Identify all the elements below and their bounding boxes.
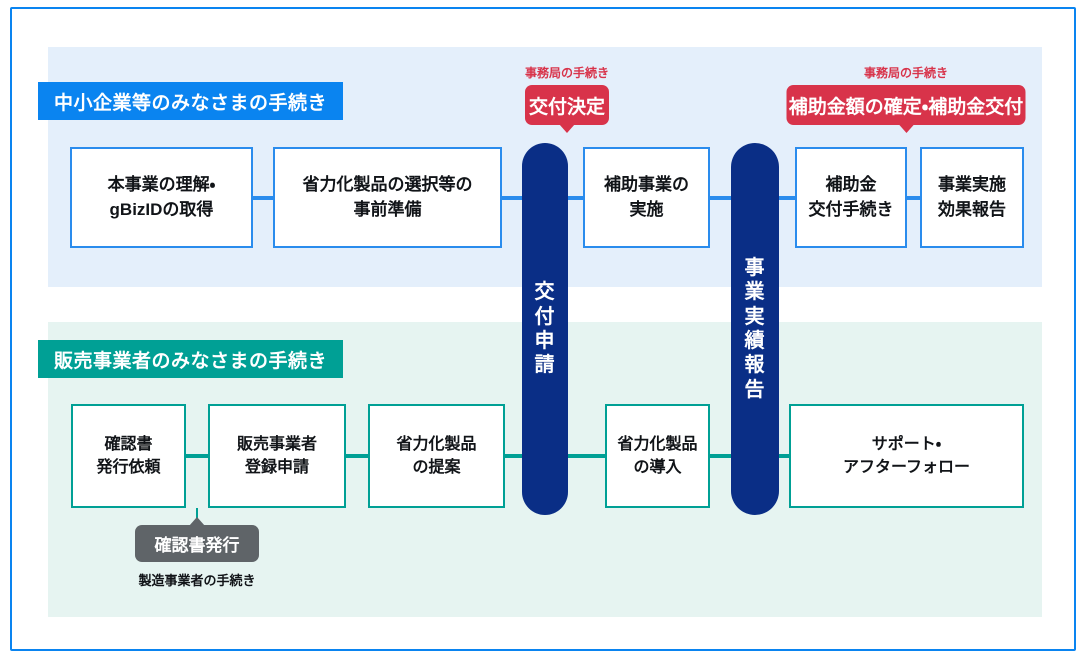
connector-sme-2-gw1 [500, 196, 540, 200]
step-sme-3[interactable]: 補助事業の 実施 [583, 147, 710, 248]
step-vendor-3[interactable]: 省力化製品 の提案 [368, 404, 505, 508]
office-note-1: 事務局の手続き [524, 66, 610, 80]
step-sme-5-line-2: 効果報告 [938, 199, 1006, 219]
connector-ven-1-2 [184, 454, 210, 458]
connector-ven3-gw1 [503, 454, 540, 458]
step-sme-1-line-1: 本事業の理解・ [107, 174, 216, 194]
step-sme-2-line-1: 省力化製品の選択等の [302, 174, 473, 194]
connector-gw1-sme3 [555, 196, 585, 200]
gateway-jigyo-jisseki-hokoku[interactable]: 事 業 実 績 報 告 [731, 143, 779, 515]
vendor-section-banner: 販売事業者のみなさまの手続き [38, 340, 343, 378]
step-vendor-5-line-2: アフターフォロー [842, 459, 971, 476]
step-sme-2-line-2: 事前準備 [353, 199, 422, 219]
step-sme-3-line-2: 実施 [629, 199, 664, 219]
gateway-kofu-shinsei[interactable]: 交 付 申 請 [522, 143, 568, 515]
step-vendor-2-line-1: 販売事業者 [236, 435, 317, 453]
connector-gw2-ven5 [769, 454, 791, 458]
step-vendor-3-line-1: 省力化製品 [396, 435, 477, 453]
connector-ven-2-3 [344, 454, 370, 458]
connector-sme-4-5 [904, 196, 924, 200]
gw2-char-5: 報 [744, 354, 766, 377]
step-vendor-1-line-2: 発行依頼 [96, 459, 161, 476]
step-sme-2[interactable]: 省力化製品の選択等の 事前準備 [273, 147, 502, 248]
step-sme-1[interactable]: 本事業の理解・ gBizIDの取得 [70, 147, 253, 248]
step-vendor-5[interactable]: サポート・ アフターフォロー [789, 404, 1024, 508]
gw2-char-4: 績 [744, 330, 766, 352]
gw2-char-6: 告 [744, 378, 766, 401]
gw2-char-1: 事 [744, 256, 766, 279]
step-vendor-4-line-2: の導入 [633, 459, 682, 476]
step-sme-3-line-1: 補助事業の [604, 174, 689, 194]
sme-section-banner: 中小企業等のみなさまの手続き [38, 82, 343, 120]
manufacturer-caption: 製造事業者の手続き [138, 573, 256, 588]
gateway-kofu-shinsei-label: 交 付 申 請 [535, 280, 556, 378]
gw1-char-2: 付 [534, 305, 556, 328]
step-sme-4-line-2: 交付手続き [808, 199, 894, 219]
gw1-char-3: 申 [534, 330, 556, 352]
step-vendor-1[interactable]: 確認書 発行依頼 [71, 404, 186, 508]
step-vendor-2-line-2: 登録申請 [244, 459, 309, 476]
step-sme-4[interactable]: 補助金 交付手続き [795, 147, 907, 248]
step-sme-4-line-1: 補助金 [825, 174, 877, 194]
gw1-char-1: 交 [534, 281, 556, 304]
connector-sme3-gw2 [706, 196, 748, 200]
step-vendor-4[interactable]: 省力化製品 の導入 [605, 404, 710, 508]
manufacturer-callout[interactable]: 確認書発行 [135, 517, 259, 562]
office-callout-kofu-kettei[interactable]: 交付決定 [525, 85, 609, 133]
step-vendor-3-line-2: の提案 [412, 459, 461, 476]
step-vendor-1-line-1: 確認書 [104, 435, 153, 453]
step-vendor-4-line-1: 省力化製品 [617, 435, 698, 453]
step-sme-5[interactable]: 事業実施 効果報告 [920, 147, 1024, 248]
step-sme-5-line-1: 事業実施 [938, 174, 1006, 194]
office-note-2: 事務局の手続き [863, 66, 949, 80]
gateway-jigyo-jisseki-hokoku-label: 事 業 実 績 報 告 [745, 256, 766, 402]
step-sme-1-line-2: gBizIDの取得 [109, 199, 214, 219]
step-vendor-2[interactable]: 販売事業者 登録申請 [208, 404, 346, 508]
office-callout-hojokin-kakutei[interactable]: 補助金額の確定・補助金交付 [786, 85, 1026, 133]
connector-sme-1-2 [251, 196, 275, 200]
gw2-char-3: 実 [744, 305, 766, 328]
connector-ven4-gw2 [708, 454, 748, 458]
step-vendor-5-line-1: サポート・ [871, 435, 942, 453]
connector-gw1-ven4 [555, 454, 607, 458]
connector-gw2-sme4 [769, 196, 797, 200]
gw2-char-2: 業 [744, 281, 766, 304]
gw1-char-4: 請 [534, 354, 556, 377]
